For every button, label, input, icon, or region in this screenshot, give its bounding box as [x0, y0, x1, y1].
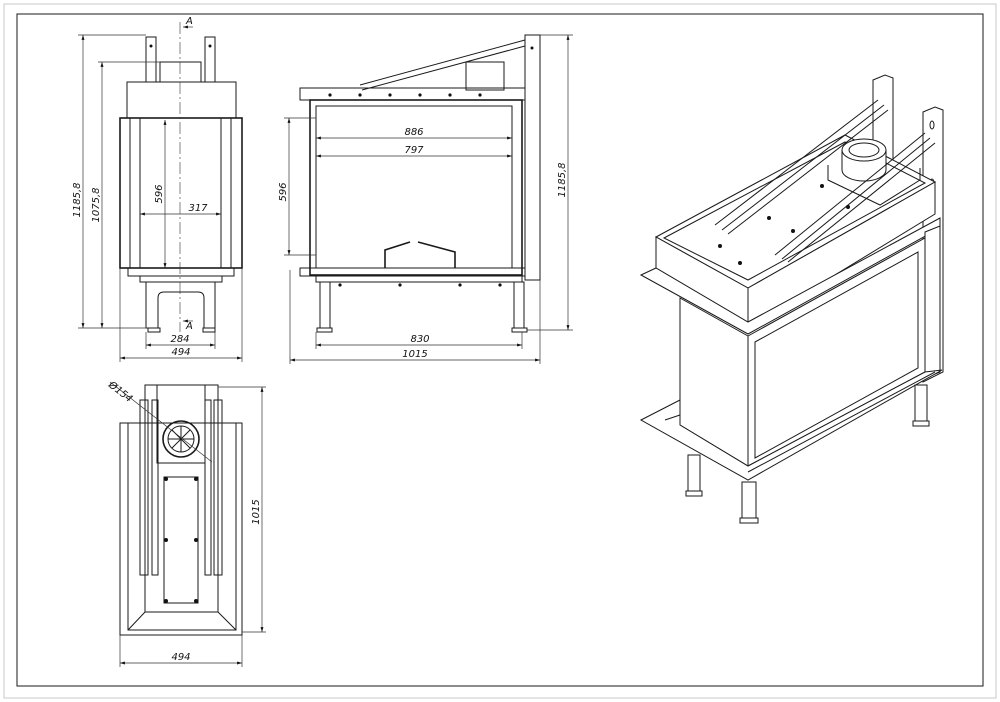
section-mark-top: A: [185, 16, 193, 27]
dim-side-depth: 1015: [402, 349, 427, 360]
isometric-view: [639, 74, 944, 524]
front-view: [78, 22, 243, 362]
dim-front-opening-width: 317: [188, 203, 208, 214]
dim-front-total-height: 1185,8: [72, 183, 83, 218]
drawing-frame: [16, 13, 984, 687]
dim-top-width: 494: [171, 652, 190, 663]
flue-outlet-icon: [162, 420, 200, 458]
section-mark-bottom: A: [185, 321, 193, 332]
dim-front-leg-spacing: 284: [170, 334, 189, 345]
dim-front-body-height: 1075,8: [91, 188, 102, 223]
dim-top-depth: 1015: [251, 499, 262, 524]
top-view: [109, 381, 266, 667]
side-view: [284, 34, 573, 364]
dim-side-outer-opening: 886: [404, 127, 423, 138]
dim-side-glass-width: 797: [404, 145, 424, 156]
dim-front-opening-height: 596: [154, 184, 165, 203]
sheet-border: [3, 3, 997, 699]
dim-side-leg-spacing: 830: [410, 334, 429, 345]
dim-front-width: 494: [171, 347, 190, 358]
dim-side-total-height: 1185,8: [557, 163, 568, 198]
dim-top-flue-diameter: Ø154: [105, 378, 134, 405]
dim-side-opening-height: 596: [278, 182, 289, 201]
